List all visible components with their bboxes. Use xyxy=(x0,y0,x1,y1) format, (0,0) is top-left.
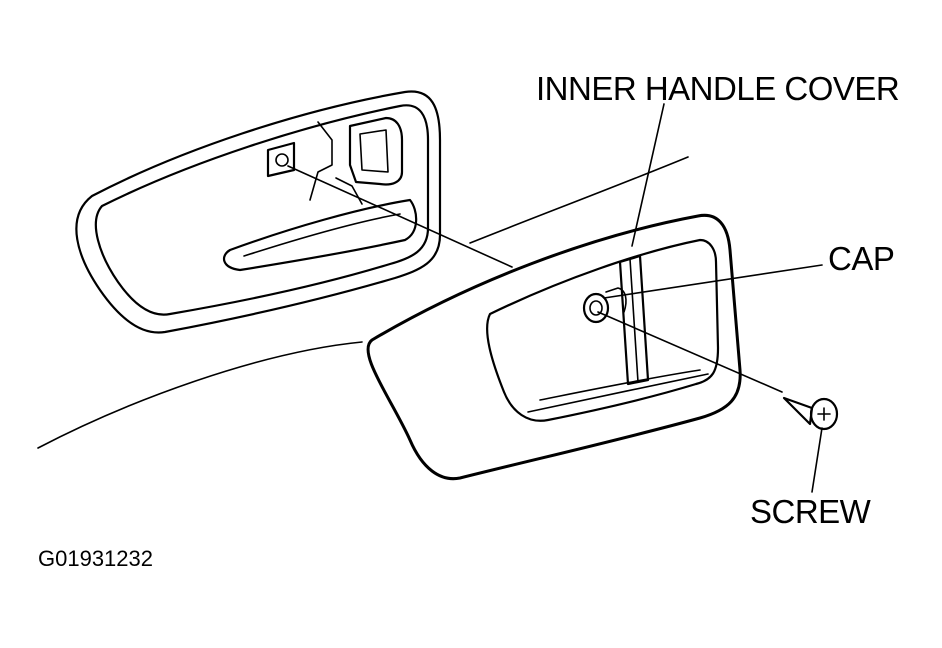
alignment-line-door-to-cover xyxy=(287,165,513,268)
door-screw-hole xyxy=(275,153,289,167)
door-recess-inner-outline xyxy=(94,104,430,316)
leader-screw xyxy=(811,427,823,493)
screw-part xyxy=(782,396,839,431)
handle-cover-bracket-edge xyxy=(629,258,639,383)
door-handle-lever xyxy=(348,116,404,186)
cap-part-center xyxy=(589,300,603,316)
figure-code: G01931232 xyxy=(38,546,153,571)
door-lever-bracket xyxy=(309,121,333,201)
door-handle-lever-detail xyxy=(359,129,389,173)
handle-cover-pocket-floor xyxy=(539,369,701,401)
label-screw: SCREW xyxy=(750,493,871,530)
door-recess-outer-outline xyxy=(75,90,442,334)
door-recess-pocket-inner xyxy=(243,213,401,257)
alignment-line-cap-to-screw xyxy=(597,311,783,393)
label-cap: CAP xyxy=(828,240,895,277)
handle-cover-inner-rim xyxy=(486,238,720,422)
label-inner-handle-cover: INNER HANDLE COVER xyxy=(536,70,900,107)
handle-cover-bracket xyxy=(618,254,650,386)
door-panel-upper-line xyxy=(469,156,689,244)
door-panel-lower-line xyxy=(37,341,363,449)
screw-shank xyxy=(782,396,814,426)
leader-inner-handle-cover xyxy=(631,103,665,247)
door-recess xyxy=(75,90,442,334)
cap-part xyxy=(582,292,610,324)
door-recess-pocket xyxy=(222,198,418,272)
handle-cover-outer-outline xyxy=(366,213,742,481)
door-screw-hole-plate xyxy=(266,141,296,178)
handle-cover-pocket-floor-2 xyxy=(527,373,709,413)
screw-cross-recess xyxy=(817,407,831,421)
inner-handle-cover-part xyxy=(366,213,742,481)
leader-cap xyxy=(603,264,823,299)
